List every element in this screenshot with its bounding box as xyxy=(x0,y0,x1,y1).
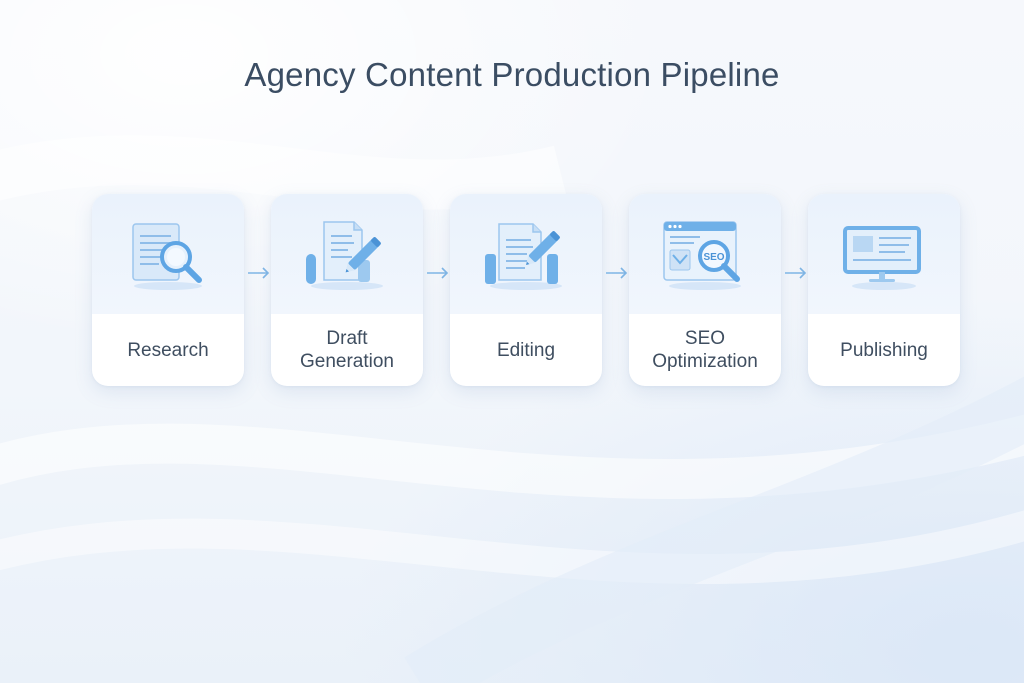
step-label: Research xyxy=(92,314,244,386)
step-label-text: Draft Generation xyxy=(299,328,394,372)
monitor-icon xyxy=(843,226,921,290)
arrow-right-icon xyxy=(606,267,628,279)
card-icon-area xyxy=(271,194,423,314)
card-icon-area: SEO xyxy=(629,194,781,314)
step-label-text: Editing xyxy=(496,339,556,361)
card-icon-area xyxy=(450,194,602,314)
pipeline: Research xyxy=(92,194,962,386)
svg-text:SEO: SEO xyxy=(703,252,724,263)
browser-seo-magnifier-icon: SEO xyxy=(663,221,741,290)
arrow-right-icon xyxy=(248,267,270,279)
step-card-publishing: Publishing xyxy=(808,194,960,386)
document-pencil-icon xyxy=(306,221,383,290)
step-card-seo-optimization: SEO SEO Optimization xyxy=(629,194,781,386)
step-label-text: SEO Optimization xyxy=(652,328,758,372)
page-title: Agency Content Production Pipeline xyxy=(244,56,780,93)
step-label-text: Research xyxy=(127,339,209,361)
step-label: Draft Generation xyxy=(271,314,423,386)
arrow-right-icon xyxy=(785,267,807,279)
document-magnifier-icon xyxy=(132,223,202,290)
step-card-research: Research xyxy=(92,194,244,386)
card-icon-area xyxy=(92,194,244,314)
document-edit-icon xyxy=(485,223,562,290)
step-label: SEO Optimization xyxy=(629,314,781,386)
card-icon-area xyxy=(808,194,960,314)
step-card-draft-generation: Draft Generation xyxy=(271,194,423,386)
step-label-text: Publishing xyxy=(840,339,928,361)
step-label: Editing xyxy=(450,314,602,386)
arrow-right-icon xyxy=(427,267,449,279)
step-card-editing: Editing xyxy=(450,194,602,386)
step-label: Publishing xyxy=(808,314,960,386)
